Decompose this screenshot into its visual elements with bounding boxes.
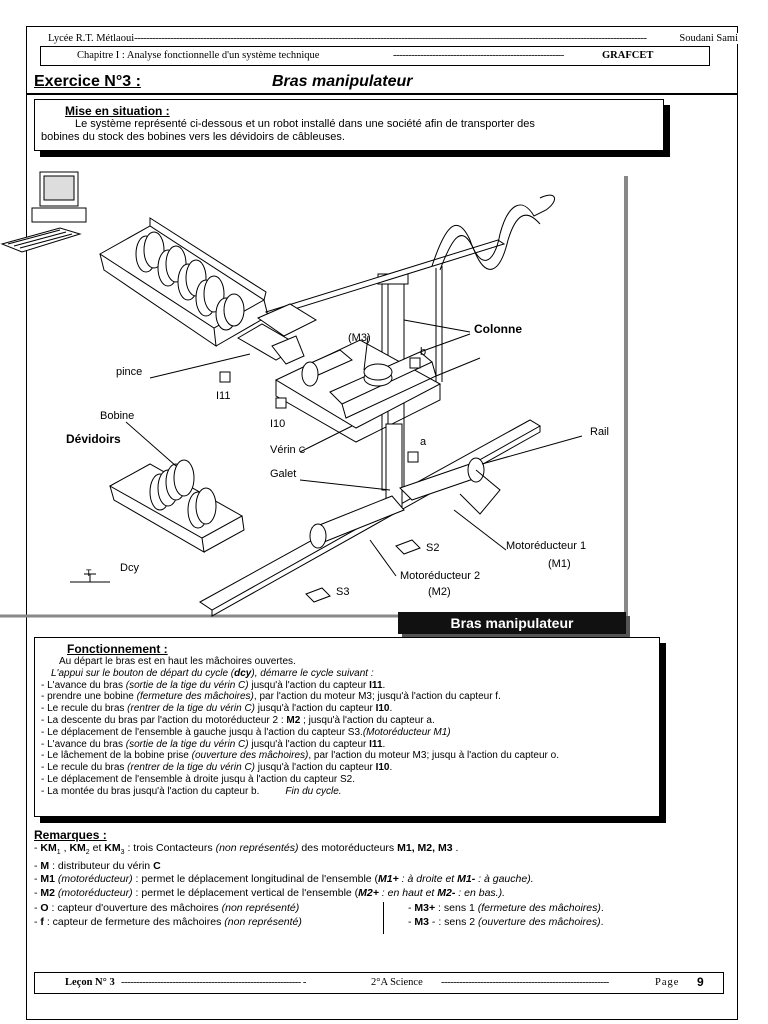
fonc-step-6: - L'avance du bras (sortie de la tige du… [41,738,386,750]
fonc-step-2: - prendre une bobine (fermeture des mâch… [41,691,501,703]
label-pince: pince [116,366,143,378]
footer-page-label: Page [655,977,680,988]
fonc-step-10: - La montée du bras jusqu'à l'action du … [41,785,342,797]
chapter-box: Chapitre I : Analyse fonctionnelle d'un … [40,46,710,66]
remarque-6: - f : capteur de fermeture des mâchoires… [34,916,302,928]
fonc-step-1: - L'avance du bras (sortie de la tige du… [41,679,386,691]
footer-level: 2°A Science [371,977,423,988]
label-m3: (M3) [348,332,371,344]
remarque-8: - M3 - : sens 2 (ouverture des mâchoires… [408,916,604,928]
label-m2: (M2) [428,586,451,598]
remarque-3: - M1 (motoréducteur) : permet le déplace… [34,873,534,886]
robot-drawing [0,171,628,618]
robot-figure: Colonne (M3) b pince I11 I10 Bobine Dévi… [0,170,630,630]
label-colonne: Colonne [474,322,522,336]
label-verin: Vérin C [270,444,306,456]
footer-lesson: Leçon N° 3 [65,977,115,988]
remarque-4: - M2 (motoréducteur) : permet le déplace… [34,886,505,899]
fonc-intro: Au départ le bras est en haut les mâchoi… [59,656,296,667]
remarques-title: Remarques : [34,828,107,842]
label-t: T [86,568,92,578]
remarque-5: - O : capteur d'ouverture des mâchoires … [34,902,300,914]
figure-caption: Bras manipulateur [398,612,626,634]
label-i11: I11 [216,390,231,402]
remarque-1: - KM1 , KM2 et KM3 : trois Contacteurs (… [34,842,459,857]
label-s3: S3 [336,586,350,598]
label-dcy: Dcy [120,562,139,574]
label-motoreducteur2: Motoréducteur 2 [400,570,481,582]
exercise-title-row: Exercice N°3 : Bras manipulateur [34,73,734,93]
label-motoreducteur1: Motoréducteur 1 [506,540,587,552]
chapter-topic: GRAFCET [602,50,654,61]
fonc-cycle: L'appui sur le bouton de départ du cycle… [51,667,374,679]
page-border [26,26,738,1020]
fonc-step-8: - Le recule du bras (rentrer de la tige … [41,762,393,774]
label-i10: I10 [270,418,286,430]
title-rule [26,93,738,95]
label-a: a [420,436,427,448]
remarques-separator [383,902,384,934]
fonctionnement-box: Fonctionnement : Au départ le bras est e… [34,637,660,817]
footer-page-number: 9 [697,975,704,989]
mise-en-situation-line2: bobines du stock des bobines vers les dé… [41,131,345,143]
school-name: Lycée R.T. Métlaoui [48,33,135,44]
label-m1: (M1) [548,558,571,570]
mise-en-situation-title: Mise en situation : [65,104,170,118]
exercise-subtitle: Bras manipulateur [272,73,413,90]
school-header: Lycée R.T. Métlaoui---------------------… [48,33,647,44]
fonctionnement-title: Fonctionnement : [67,642,168,656]
remarque-7: - M3+ : sens 1 (fermeture des mâchoires)… [408,902,604,914]
remarque-2: - M : distributeur du vérin C [34,859,161,872]
remarques-section: Remarques : - KM1 , KM2 et KM3 : trois C… [34,828,734,900]
label-galet: Galet [270,468,297,480]
label-s2: S2 [426,542,440,554]
exercise-title: Exercice N°3 : [34,73,141,90]
label-rail: Rail [590,426,609,438]
label-devidoirs: Dévidoirs [66,432,121,446]
author-name: Soudani Sami [677,33,738,44]
mise-en-situation-box: Mise en situation : Le système représent… [34,99,664,151]
mise-en-situation-line1: Le système représenté ci-dessous et un r… [75,118,535,130]
label-bobine: Bobine [100,410,135,422]
fonc-step-5: - Le déplacement de l'ensemble à gauche … [41,726,451,738]
fonc-step-9: - Le déplacement de l'ensemble à droite … [41,773,356,785]
fonc-step-7: - Le lâchement de la bobine prise (ouver… [41,750,559,762]
chapter-title: Chapitre I : Analyse fonctionnelle d'un … [77,50,320,61]
page-footer: Leçon N° 3 -----------------------------… [34,972,724,994]
fonc-step-3: - Le recule du bras (rentrer de la tige … [41,703,393,715]
label-b: b [420,346,427,358]
fonc-step-4: - La descente du bras par l'action du mo… [41,714,435,726]
